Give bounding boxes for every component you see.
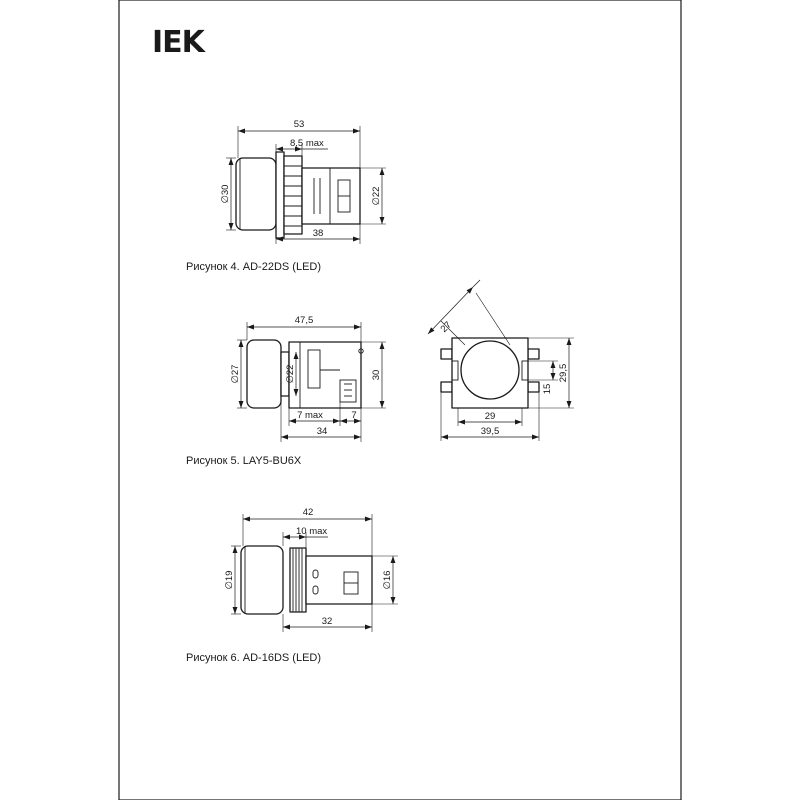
fig5-front-dim-width-inner: 29: [485, 411, 496, 422]
fig4-head: [235, 157, 277, 231]
fig5-front-dim-height-inner: 15: [542, 384, 553, 395]
fig4-body: [301, 167, 361, 225]
fig4-dim-body: ∅22: [371, 187, 382, 206]
fig6-dim-depth: 32: [322, 616, 333, 627]
fig4-collar: [275, 151, 285, 239]
fig5-front-dim-width: 39,5: [481, 426, 500, 437]
figure-5-side-drawing: 47,5 ∅27 ∅22 30 7 max 7 34: [230, 315, 386, 442]
fig4-dim-head: ∅30: [220, 185, 231, 204]
figure-6-drawing: 42 10 max ∅19 ∅16 32: [224, 507, 398, 632]
logo-text: IEK: [152, 25, 207, 60]
fig5-body: [288, 341, 362, 409]
fig5-dim-tail: 7: [351, 410, 356, 421]
figure-4-drawing: 53 8,5 max ∅30 ∅22 38: [220, 119, 386, 244]
fig5-dim-collar: ∅22: [285, 365, 296, 384]
fig5-dim-depth: 34: [317, 426, 328, 437]
figure-5-front-drawing: 27 29 39,5 29,5 15: [427, 279, 574, 441]
fig5-dim-overall: 47,5: [295, 315, 314, 326]
iek-logo: IEK: [152, 25, 208, 60]
fig4-dim-overall: 53: [294, 119, 305, 130]
sheet-frame: [118, 0, 682, 800]
figure-6-caption: Рисунок 6. AD-16DS (LED): [186, 652, 321, 664]
fig6-dim-overall: 42: [303, 507, 314, 518]
fig6-dim-head: ∅19: [224, 571, 235, 590]
fig5-front-dim-height: 29,5: [558, 364, 569, 383]
fig4-dim-depth: 38: [313, 228, 324, 239]
fig5-head: [246, 339, 282, 409]
fig4-nut: [283, 155, 303, 235]
figure-4-caption: Рисунок 4. AD-22DS (LED): [186, 261, 321, 273]
fig6-head: [240, 545, 284, 615]
figure-5-caption: Рисунок 5. LAY5-BU6X: [186, 455, 302, 467]
fig6-dim-panel: 10 max: [296, 526, 327, 537]
fig5-front-dim-diag: 27: [439, 320, 454, 335]
fig6-nut: [289, 547, 307, 613]
fig5-front-lens: [460, 340, 520, 400]
fig5-dim-height: 30: [371, 370, 382, 381]
fig5-dim-panel: 7 max: [297, 410, 323, 421]
fig4-dim-panel: 8,5 max: [290, 138, 324, 149]
fig5-dim-head: ∅27: [230, 365, 241, 384]
fig6-dim-body: ∅16: [382, 571, 393, 590]
fig6-body: [305, 555, 373, 605]
